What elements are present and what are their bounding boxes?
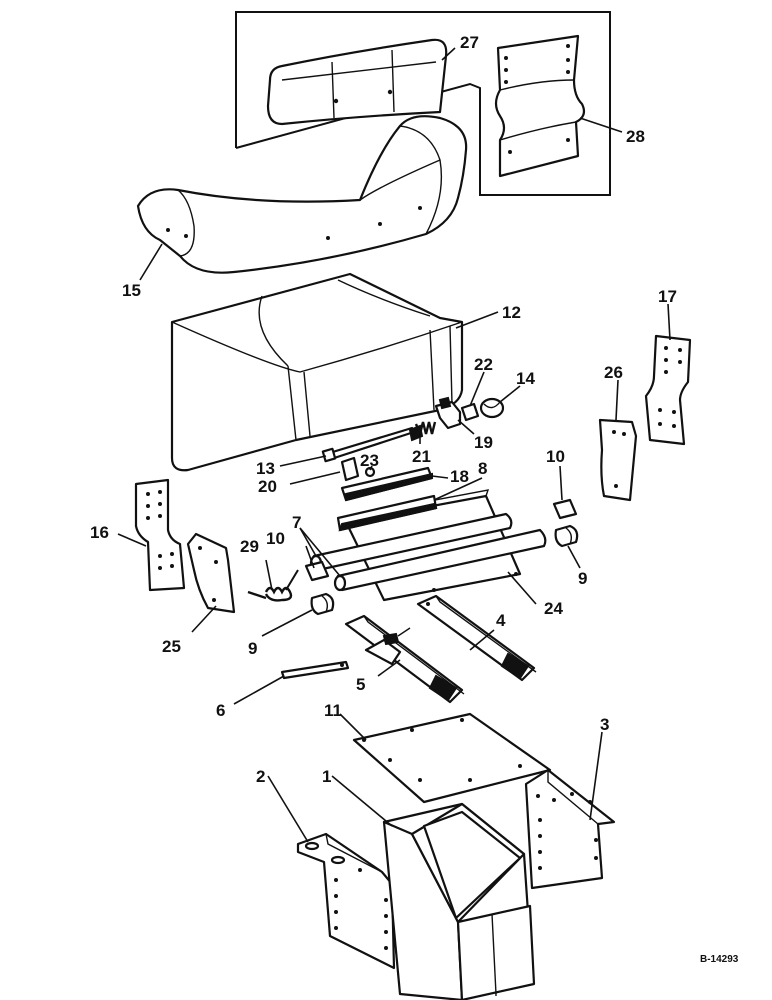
- part-17-side-bracket-right: [644, 334, 692, 446]
- part-8-slide-channel: [336, 494, 438, 532]
- part-28-backrest-bracket: [494, 34, 586, 178]
- part-20-block: [340, 456, 360, 482]
- part-10-pad-left: [304, 560, 330, 582]
- callout-10-right: 10: [546, 447, 565, 466]
- callout-2: 2: [256, 767, 265, 786]
- part-27-backrest-cushion: [266, 38, 448, 126]
- callout-13: 13: [256, 459, 275, 478]
- callout-29: 29: [240, 537, 259, 556]
- callout-10-left: 10: [266, 529, 285, 548]
- callout-4: 4: [496, 611, 506, 630]
- callout-23: 23: [360, 451, 379, 470]
- callout-6: 6: [216, 701, 225, 720]
- drawing-number: B-14293: [700, 954, 739, 965]
- part-15-back-cushion: [136, 115, 468, 274]
- callout-17: 17: [658, 287, 677, 306]
- leader-lines: [117, 47, 671, 843]
- callout-15: 15: [122, 281, 141, 300]
- callout-21: 21: [412, 447, 431, 466]
- callout-14: 14: [516, 369, 535, 388]
- callout-8: 8: [478, 459, 487, 478]
- part-19-latch: [434, 396, 462, 430]
- callout-labels: 27 28 15 12 17 26 22 14 19 13 21 23 20 1…: [90, 33, 739, 965]
- inset-frame: [235, 11, 611, 196]
- part-21-spring: [414, 421, 437, 438]
- part-5-slide-rail: [344, 614, 465, 704]
- part-11-top-plate: [352, 712, 552, 804]
- callout-18: 18: [450, 467, 469, 486]
- part-12-seat-cushion: [170, 272, 464, 472]
- callout-28: 28: [626, 127, 645, 146]
- part-7-tubes: [309, 512, 547, 592]
- callout-20: 20: [258, 477, 277, 496]
- callout-3: 3: [600, 715, 609, 734]
- callout-16: 16: [90, 523, 109, 542]
- callout-11: 11: [324, 701, 342, 720]
- callout-22: 22: [474, 355, 493, 374]
- part-18-bar: [340, 466, 434, 502]
- part-14-knob: [479, 397, 505, 419]
- part-2-mount-bracket-left: [296, 832, 396, 970]
- part-25-support-bracket-left: [186, 532, 236, 614]
- callout-5: 5: [356, 675, 365, 694]
- part-4-slide-rail: [416, 594, 537, 682]
- part-22-bushing: [460, 402, 480, 422]
- part-3-mount-bracket-right: [524, 768, 616, 890]
- callout-24: 24: [544, 599, 563, 618]
- callout-9-left: 9: [248, 639, 257, 658]
- callout-25: 25: [162, 637, 181, 656]
- callout-19: 19: [474, 433, 493, 452]
- part-26-support-bracket-right: [598, 418, 638, 502]
- callout-12: 12: [502, 303, 521, 322]
- part-6-link: [280, 660, 350, 680]
- callout-27: 27: [460, 33, 479, 52]
- part-9-clip-right: [554, 524, 579, 548]
- part-29-spring: [247, 569, 299, 602]
- callout-26: 26: [604, 363, 623, 382]
- callout-7: 7: [292, 513, 301, 532]
- callout-9-right: 9: [578, 569, 587, 588]
- part-1-storage-box: [382, 802, 536, 1000]
- part-16-side-bracket-left: [134, 478, 186, 592]
- callout-1: 1: [322, 767, 331, 786]
- part-23-washer: [364, 466, 376, 478]
- part-10-pad-right: [552, 498, 578, 520]
- part-9-clip-left: [310, 592, 335, 616]
- part-13-rod: [321, 424, 424, 463]
